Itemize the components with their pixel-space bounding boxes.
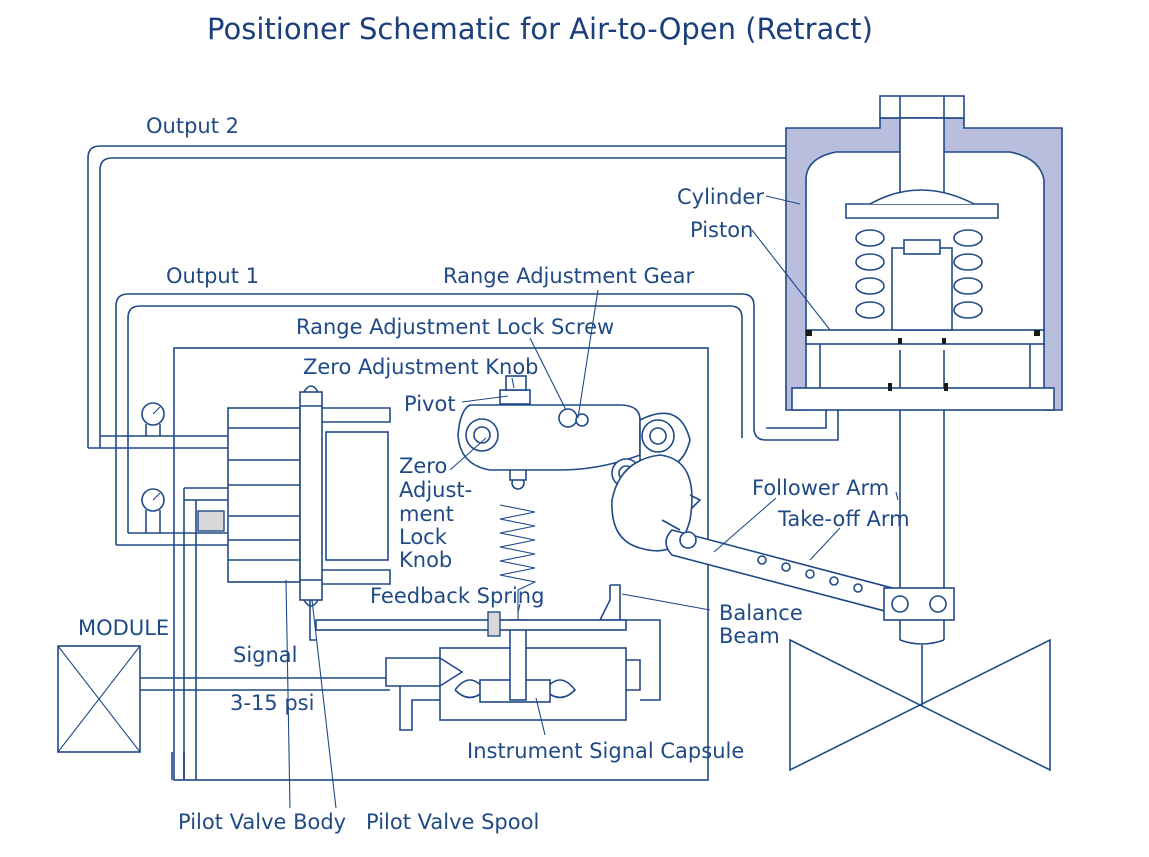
take-off-arm-label: Take-off Arm	[777, 507, 910, 531]
range-adjustment-lock-screw-label: Range Adjustment Lock Screw	[296, 315, 614, 339]
valve-body-symbol	[789, 638, 1051, 772]
supply-filter	[197, 510, 225, 532]
piston	[805, 329, 1045, 345]
cylinder-label: Cylinder	[677, 185, 764, 209]
follower-arm-label: Follower Arm	[752, 476, 889, 500]
zero-adjustment-knob-label: Zero Adjustment Knob	[303, 355, 539, 379]
signal-label: Signal	[233, 643, 298, 667]
feedback-spring-label: Feedback Spring	[370, 584, 544, 608]
module-box	[57, 645, 390, 780]
take-off-arm-clamp	[883, 587, 955, 621]
supply-pipe	[183, 487, 228, 780]
output-2-pipe	[87, 145, 790, 449]
zero-range-assembly	[457, 375, 702, 552]
range-adjustment-gear-label: Range Adjustment Gear	[443, 264, 695, 288]
pilot-valve-spool-label: Pilot Valve Spool	[366, 810, 539, 834]
top-bolt	[899, 117, 945, 199]
pilot-valve-body-label: Pilot Valve Body	[178, 810, 346, 834]
svg-text:Adjust-: Adjust-	[399, 478, 472, 502]
output-1-label: Output 1	[166, 264, 259, 288]
signal-range-label: 3-15 psi	[230, 691, 314, 715]
svg-text:Zero: Zero	[399, 454, 447, 478]
diagram-title: Positioner Schematic for Air-to-Open (Re…	[207, 12, 873, 46]
pilot-valve	[227, 385, 391, 641]
output-1-pipe	[115, 293, 839, 546]
instrument-signal-capsule	[385, 619, 661, 731]
module-label: MODULE	[78, 616, 169, 640]
actuator-spring	[855, 229, 983, 331]
svg-text:Knob: Knob	[399, 548, 452, 572]
balance-beam-label: Balance Beam	[719, 601, 803, 648]
piston-label: Piston	[690, 218, 753, 242]
svg-text:ment: ment	[399, 502, 454, 526]
top-nut	[879, 95, 965, 119]
leader-lines	[285, 195, 899, 809]
output-1-gauge	[141, 488, 165, 533]
svg-text:Beam: Beam	[719, 624, 780, 648]
svg-text:Balance: Balance	[719, 601, 803, 625]
follower-arm	[661, 519, 901, 617]
pivot-label: Pivot	[404, 392, 456, 416]
instrument-signal-capsule-label: Instrument Signal Capsule	[467, 739, 744, 763]
output-2-gauge	[141, 402, 165, 436]
output-2-label: Output 2	[146, 114, 239, 138]
svg-text:Lock: Lock	[399, 525, 448, 549]
cylinder	[785, 95, 1063, 411]
zero-adjustment-lock-knob-label: Zero Adjust- ment Lock Knob	[399, 454, 472, 572]
balance-beam	[315, 584, 627, 637]
